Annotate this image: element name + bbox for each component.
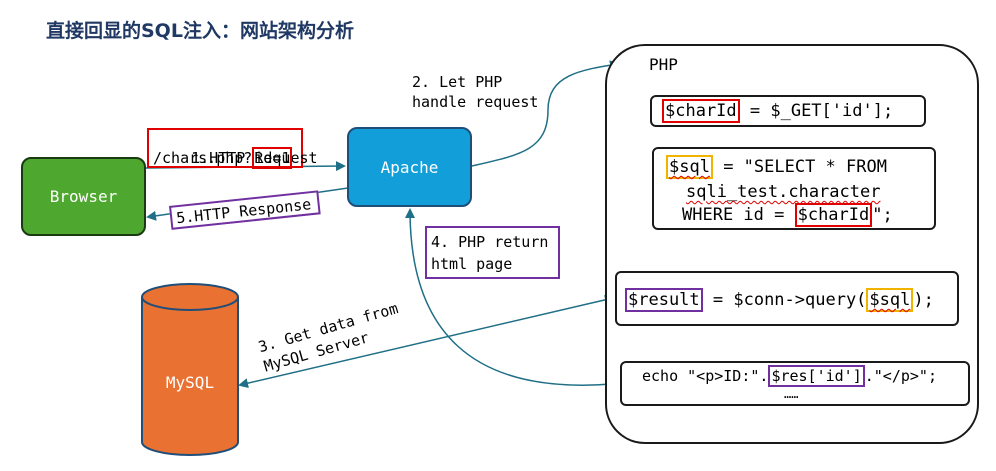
step2-line1: 2. Let PHP (412, 73, 503, 91)
query-end: ); (913, 290, 934, 310)
page-title: 直接回显的SQL注入：网站架构分析 (46, 20, 354, 42)
code-echo-box: echo "<p>ID:".$res['id']."</p>"; …… (620, 361, 970, 406)
charid-var: $charId (662, 99, 740, 123)
echo-prefix: echo "<p>ID:". (642, 367, 769, 385)
mysql-node: MySQL (142, 345, 238, 420)
sql-table: sqli_test.character (686, 182, 881, 202)
query-arg: $sql (866, 288, 914, 312)
charid-assign: = $_GET['id']; (739, 101, 894, 121)
browser-node: Browser (21, 157, 146, 236)
apache-node: Apache (347, 127, 472, 207)
browser-label: Browser (49, 187, 118, 206)
step4-line2: html page (431, 255, 513, 273)
apache-label: Apache (380, 157, 439, 177)
step4-line1: 4. PHP return (431, 233, 549, 251)
step2-line2: handle request (412, 93, 539, 111)
sql-end: "; (872, 205, 893, 225)
step1-param: id=1 (252, 147, 293, 169)
step2-label: 2. Let PHP handle request (412, 72, 538, 112)
echo-suffix: ."</p>"; (864, 367, 937, 385)
get-data-arrow (238, 294, 615, 389)
mysql-cylinder (141, 283, 239, 456)
code-query-box: $result = $conn->query($sql); (615, 271, 959, 326)
sql-where: WHERE id = (682, 205, 795, 225)
mysql-label: MySQL (165, 373, 215, 392)
query-call: = $conn->query( (702, 290, 867, 310)
echo-more: …… (784, 387, 799, 401)
step1-request-label: 1.HTTP Request /chars.php?id=1 (147, 128, 318, 169)
step4-return-label: 4. PHP return html page (425, 226, 560, 279)
handle-request-arrow (471, 60, 620, 167)
step1-path: /chars.php? (153, 149, 253, 167)
code-charid-box: $charId = $_GET['id']; (650, 95, 926, 127)
sql-charid-var: $charId (794, 203, 873, 227)
sql-assign: = "SELECT * FROM (712, 157, 887, 177)
code-sql-box: $sql = "SELECT * FROM sqli_test.characte… (652, 147, 936, 230)
echo-res-var: $res['id'] (768, 365, 865, 387)
step1-line1: 1.HTTP Request (191, 149, 318, 167)
php-label: PHP (649, 55, 678, 74)
result-var: $result (625, 288, 703, 312)
sql-var: $sql (666, 155, 713, 179)
